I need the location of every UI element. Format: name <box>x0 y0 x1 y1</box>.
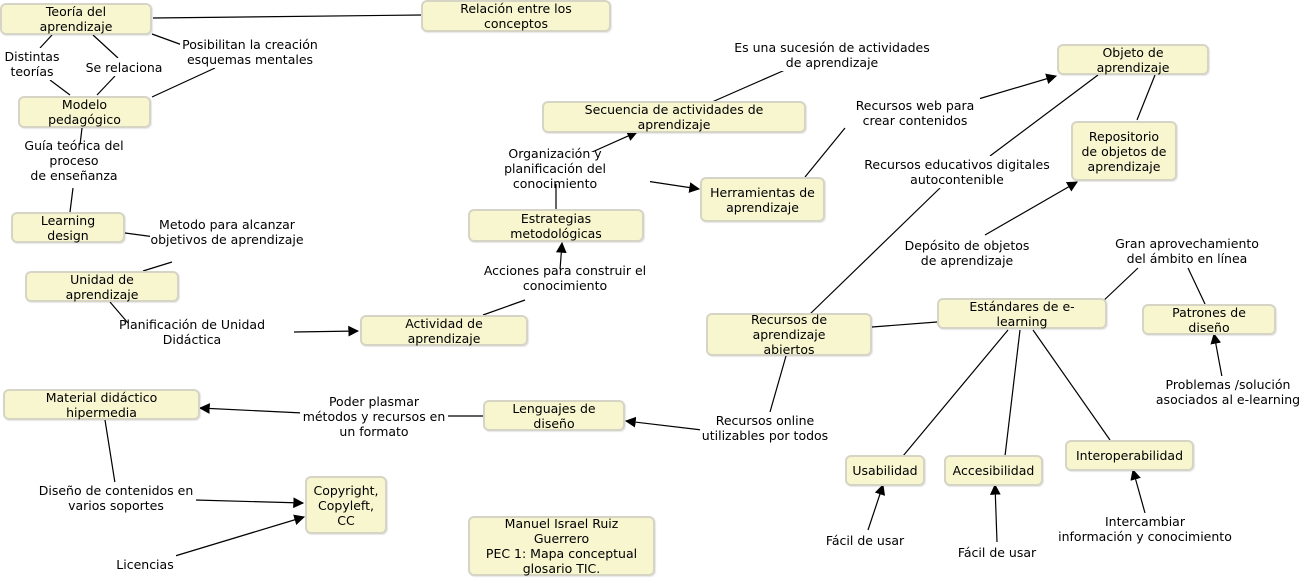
link-abiertos-estandares <box>871 321 938 328</box>
link-abiertos-online <box>769 355 787 413</box>
link-estandares-usabilidad <box>902 329 1009 457</box>
link-unidad-planificacion <box>109 301 129 324</box>
link-objeto-repositorio <box>1136 74 1156 121</box>
link-teoria-relacion <box>152 14 423 19</box>
node-accesibilidad[interactable]: Accesibilidad <box>944 455 1043 486</box>
link-gran-patrones <box>1187 267 1206 305</box>
link-guia-learning <box>69 187 74 213</box>
node-patrones-diseno[interactable]: Patrones de diseño <box>1142 304 1276 335</box>
node-lenguajes-diseno[interactable]: Lenguajes de diseño <box>483 400 625 431</box>
label-facil-usar-2: Fácil de usar <box>954 543 1040 561</box>
label-acciones-construir: Acciones para construir el conocimiento <box>440 263 690 293</box>
link-poder-material <box>198 403 304 414</box>
node-relacion-conceptos[interactable]: Relación entre los conceptos <box>421 0 611 32</box>
label-distintas-teorias: Distintas teorías <box>2 48 62 80</box>
node-teoria-aprendizaje[interactable]: Teoría del aprendizaje <box>0 3 152 35</box>
link-deposito-repositorio <box>984 181 1078 236</box>
link-actividad-acciones <box>482 299 526 316</box>
label-recursos-web: Recursos web para crear contenidos <box>850 97 980 129</box>
link-online-lenguajes <box>624 416 703 431</box>
link-teoria-serelaciona <box>92 34 119 59</box>
link-digitales-objeto <box>989 74 1099 157</box>
link-serelaciona-modelo <box>96 75 116 96</box>
link-herramientas-recursosweb <box>804 127 846 178</box>
link-organizacion-secuencia <box>589 131 638 154</box>
link-estandares-accesibilidad <box>1004 329 1021 457</box>
node-secuencia-actividades[interactable]: Secuencia de actividades de aprendizaje <box>542 101 806 133</box>
label-gran-aprovechamiento: Gran aprovechamiento del ámbito en línea <box>1112 235 1262 267</box>
link-diseno-copyright <box>194 497 305 509</box>
label-diseno-contenidos: Diseño de contenidos en varios soportes <box>36 482 196 514</box>
label-metodo-alcanzar: Metodo para alcanzar objetivos de aprend… <box>150 216 304 248</box>
node-recursos-abiertos[interactable]: Recursos de aprendizaje abiertos <box>706 312 872 357</box>
label-poder-plasmar: Poder plasmar métodos y recursos en un f… <box>300 393 448 440</box>
node-autor: Manuel Israel Ruiz Guerrero PEC 1: Mapa … <box>468 516 655 576</box>
node-objeto-aprendizaje[interactable]: Objeto de aprendizaje <box>1057 44 1209 75</box>
link-teoria-posibilitan <box>151 33 186 47</box>
node-learning-design[interactable]: Learning design <box>11 212 125 243</box>
label-se-relaciona: Se relaciona <box>82 58 166 76</box>
link-teoria-distintas <box>39 34 53 49</box>
label-problemas-solucion: Problemas /solución asociados al e-learn… <box>1155 376 1301 408</box>
link-facil1-usabilidad <box>867 483 886 531</box>
node-herramientas-aprendizaje[interactable]: Herramientas de aprendizaje <box>700 177 825 222</box>
label-sucesion-actividades: Es una sucesión de actividades de aprend… <box>732 39 932 71</box>
label-organizacion-planificacion: Organización y planificación del conocim… <box>460 146 650 191</box>
node-actividad-aprendizaje[interactable]: Actividad de aprendizaje <box>360 315 528 346</box>
node-interoperabilidad[interactable]: Interoperabilidad <box>1065 440 1194 471</box>
link-intercambiar-interoperabilidad <box>1130 468 1146 514</box>
label-intercambiar: Intercambiar información y conocimiento <box>1058 513 1232 545</box>
label-guia-teorica: Guía teórica del proceso de enseñanza <box>0 138 148 183</box>
link-estandares-gran <box>1099 267 1139 305</box>
label-licencias: Licencias <box>114 555 176 573</box>
link-recursosweb-objeto <box>974 73 1058 101</box>
node-estandares-elearning[interactable]: Estándares de e-learning <box>937 298 1107 329</box>
link-problemas-patrones <box>1210 332 1223 378</box>
label-deposito-objetos: Depósito de objetos de aprendizaje <box>900 237 1034 269</box>
link-planificacion-actividad <box>293 325 360 337</box>
link-organizacion-herramientas <box>645 180 701 193</box>
node-repositorio-objetos[interactable]: Repositorio de objetos de aprendizaje <box>1071 121 1177 181</box>
label-recursos-online: Recursos online utilizables por todos <box>700 412 830 444</box>
label-recursos-digitales: Recursos educativos digitales autoconten… <box>862 156 1052 188</box>
node-estrategias-metodologicas[interactable]: Estrategias metodológicas <box>468 209 644 242</box>
link-licencias-copyright <box>174 514 306 557</box>
node-usabilidad[interactable]: Usabilidad <box>845 455 925 486</box>
node-material-hipermedia[interactable]: Material didáctico hipermedia <box>3 389 200 420</box>
link-metodo-unidad <box>142 261 173 272</box>
link-abiertos-digitales <box>809 187 941 315</box>
node-copyright[interactable]: Copyright, Copyleft, CC <box>305 476 387 534</box>
link-acciones-estrategias <box>555 241 567 271</box>
node-unidad-aprendizaje[interactable]: Unidad de aprendizaje <box>25 271 179 302</box>
link-modelo-guia <box>79 127 83 146</box>
link-facil2-accesibilidad <box>989 483 1001 543</box>
link-secuencia-sucesion <box>711 69 786 103</box>
label-posibilitan-creacion: Posibilitan la creación esquemas mentale… <box>180 36 320 68</box>
label-planificacion-unidad: Planificación de Unidad Didáctica <box>90 317 294 347</box>
node-modelo-pedagogico[interactable]: Modelo pedagógico <box>18 96 151 128</box>
link-posibilitan-modelo <box>151 67 216 98</box>
link-estandares-interoperabilidad <box>1032 329 1111 441</box>
link-material-diseno <box>104 419 116 484</box>
link-distintas-modelo <box>49 79 71 96</box>
label-facil-usar-1: Fácil de usar <box>822 531 908 549</box>
